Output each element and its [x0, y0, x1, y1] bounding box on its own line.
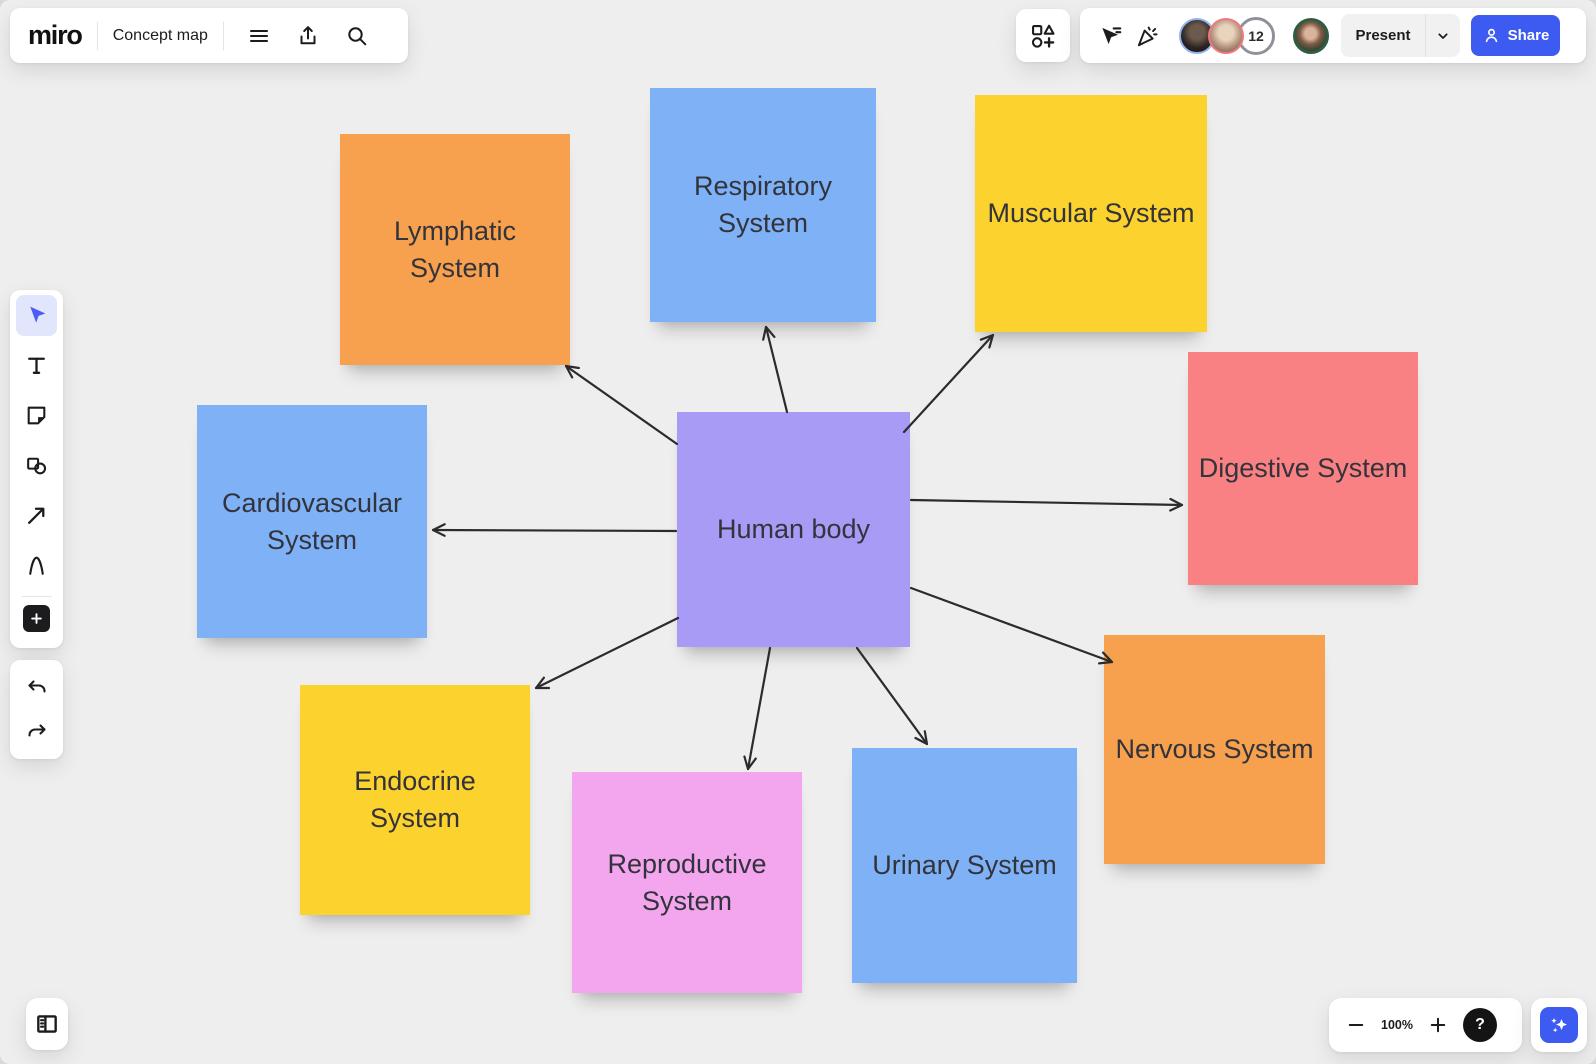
tool-text[interactable]	[16, 345, 57, 386]
history-toolbar	[10, 660, 63, 759]
sticky-note-urinary[interactable]: Urinary System	[852, 748, 1077, 983]
pen-tool-icon	[29, 556, 44, 575]
widgets-add-icon	[1031, 24, 1055, 48]
zoom-in-button[interactable]	[1421, 1008, 1455, 1042]
reactions-button[interactable]	[1129, 18, 1165, 54]
export-icon	[300, 25, 316, 44]
board-title[interactable]: Concept map	[112, 26, 208, 44]
connection-arrow-icon	[28, 507, 45, 524]
tool-select[interactable]	[16, 295, 57, 336]
sticky-note-label: Nervous System	[1115, 734, 1314, 764]
sticky-note-muscular[interactable]: Muscular System	[975, 95, 1207, 332]
tool-shapes[interactable]	[16, 445, 57, 486]
sticky-note-icon	[27, 406, 46, 425]
text-tool-icon	[28, 357, 45, 374]
reactions-spray-icon	[1137, 26, 1158, 46]
sticky-note-label: Muscular System	[987, 198, 1195, 228]
help-label: ?	[1475, 1016, 1485, 1033]
help-button[interactable]: ?	[1463, 1008, 1497, 1042]
apps-button[interactable]	[1016, 9, 1070, 62]
sticky-note-lymphatic[interactable]: Lymphatic System	[340, 134, 570, 365]
miro-logo[interactable]: miro	[28, 20, 83, 50]
sticky-note-label: Cardiovascular System	[221, 487, 403, 555]
redo-button[interactable]	[19, 714, 55, 750]
sticky-note-label: Human body	[716, 514, 871, 544]
sticky-note-label: Lymphatic System	[393, 215, 517, 283]
board-header: miro Concept map	[10, 8, 408, 63]
minus-icon	[1348, 1024, 1364, 1026]
ai-assistant-button[interactable]	[1531, 998, 1587, 1052]
collaborator-cursor-icon	[1102, 26, 1122, 44]
sticky-note-digestive[interactable]: Digestive System	[1188, 352, 1418, 585]
select-cursor-icon	[30, 306, 46, 323]
sticky-note-label: Digestive System	[1198, 453, 1408, 483]
sticky-note-label: Respiratory System	[693, 171, 833, 238]
undo-button[interactable]	[19, 670, 55, 706]
tool-sticky-note[interactable]	[16, 395, 57, 436]
zoom-controls: 100% ?	[1329, 998, 1522, 1052]
hamburger-menu-icon	[249, 29, 268, 42]
current-user-avatar[interactable]	[1293, 17, 1329, 54]
undo-icon	[27, 679, 46, 693]
share-button[interactable]: Share	[1471, 15, 1560, 56]
sticky-note-label: Reproductive System	[607, 848, 767, 916]
sticky-note-cardiovascular[interactable]: Cardiovascular System	[197, 405, 427, 638]
present-options-button[interactable]	[1426, 28, 1460, 44]
tool-pen[interactable]	[16, 545, 57, 586]
export-button[interactable]	[290, 18, 326, 54]
sticky-note-nervous[interactable]: Nervous System	[1104, 635, 1325, 864]
zoom-level[interactable]: 100%	[1381, 1018, 1413, 1032]
header-divider	[222, 21, 224, 50]
present-label: Present	[1355, 27, 1411, 44]
follow-cursor-button[interactable]	[1093, 18, 1129, 54]
creation-toolbar	[10, 290, 63, 648]
ai-sparkles-icon	[1551, 1018, 1567, 1033]
header-divider	[96, 21, 98, 50]
ai-tile	[1540, 1007, 1578, 1043]
share-label: Share	[1507, 27, 1550, 44]
collaboration-bar: 12 Present Share	[1080, 8, 1586, 63]
search-button[interactable]	[339, 18, 375, 54]
collaborator-avatar-2[interactable]	[1208, 17, 1244, 54]
tool-add-more[interactable]	[23, 605, 50, 632]
toolbar-divider	[21, 596, 52, 597]
present-divider	[1425, 14, 1426, 57]
frames-button[interactable]	[26, 998, 68, 1050]
tool-connection-line[interactable]	[16, 495, 57, 536]
chevron-down-icon	[1438, 32, 1448, 39]
sticky-note-label: Urinary System	[872, 850, 1057, 880]
shapes-icon	[27, 457, 47, 475]
sticky-note-reproductive[interactable]: Reproductive System	[572, 772, 802, 993]
sticky-note-respiratory[interactable]: Respiratory System	[650, 88, 876, 322]
board-menu-button[interactable]	[241, 18, 277, 54]
plus-icon	[1430, 1017, 1446, 1033]
sticky-note-endocrine[interactable]: Endocrine System	[300, 685, 530, 915]
zoom-out-button[interactable]	[1339, 1008, 1373, 1042]
sticky-note-human-body[interactable]: Human body	[677, 412, 910, 647]
search-icon	[348, 26, 367, 45]
redo-icon	[27, 723, 46, 737]
share-person-icon	[1485, 28, 1497, 43]
frames-panel-icon	[37, 1015, 57, 1033]
sticky-note-label: Endocrine System	[354, 766, 476, 833]
present-button[interactable]: Present	[1341, 14, 1460, 57]
plus-icon	[31, 613, 42, 624]
